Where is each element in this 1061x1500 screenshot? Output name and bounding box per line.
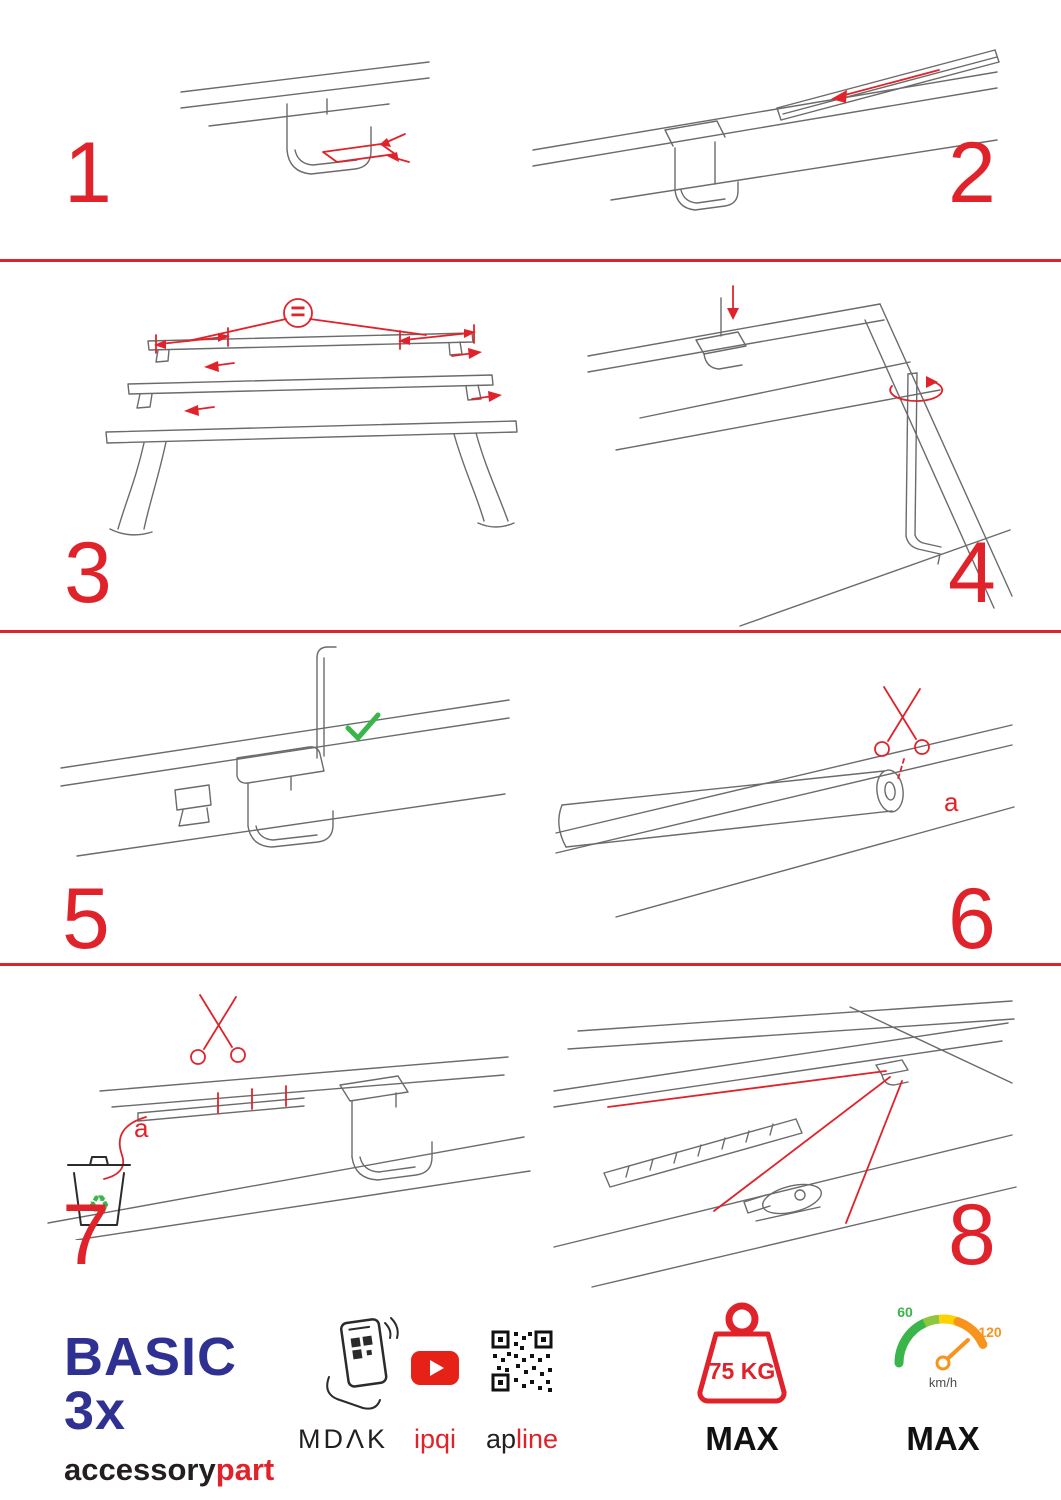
scissors-icon [190, 994, 246, 1065]
max-weight-icon: 75 KG [697, 1302, 787, 1404]
speed-unit: km/h [929, 1375, 957, 1390]
weight-max-label: MAX [705, 1420, 779, 1457]
part-a-label: a [944, 787, 959, 817]
partner-logo-mdak: MDΛK [297, 1424, 389, 1454]
pin-down-arrow [727, 285, 739, 320]
youtube-icon [411, 1351, 459, 1385]
step-8-number: 8 [948, 1187, 996, 1283]
rotate-arrow [889, 376, 944, 402]
speedometer-icon: 60 120 km/h [894, 1304, 1002, 1390]
partner-logo-apline: apline [480, 1424, 564, 1455]
slide-direction-arrow [831, 69, 940, 103]
apline-red: line [516, 1424, 559, 1454]
checkmark-icon [345, 712, 381, 741]
speed-max-label: MAX [906, 1420, 980, 1457]
step-7-number: 7 [62, 1187, 110, 1283]
weight-value: 75 KG [709, 1358, 775, 1384]
cut-marks [217, 1085, 287, 1114]
brand-name-red: part [215, 1452, 275, 1487]
step-4-number: 4 [948, 525, 996, 621]
pad-insert-highlight [322, 133, 410, 163]
cut-line [897, 758, 905, 780]
apline-black: ap [485, 1424, 516, 1454]
section-divider [0, 630, 1061, 633]
trash-icon [67, 1156, 131, 1226]
detail-callout-lines [607, 1070, 903, 1224]
qr-code-icon [489, 1328, 555, 1394]
part-a-label: a [134, 1113, 149, 1143]
step-5-number: 5 [62, 871, 110, 967]
step-2-illustration [532, 49, 1000, 211]
recycle-icon: ♻ [88, 1191, 110, 1219]
step-7-illustration: a ♻ [47, 994, 531, 1240]
brand-block: BASIC 3x accessorypart [64, 1330, 294, 1488]
step-8-illustration [553, 1000, 1017, 1288]
step-2-number: 2 [948, 125, 996, 221]
speed-tick-120: 120 [978, 1324, 1002, 1340]
step-5-illustration [60, 646, 510, 857]
step-1-illustration [180, 61, 430, 175]
discard-path [103, 1116, 147, 1180]
equal-symbol: = [290, 296, 305, 326]
product-name: BASIC 3x [64, 1327, 238, 1441]
scissors-icon [874, 686, 930, 757]
partner-logo-ipqi: ipqi [413, 1424, 457, 1454]
section-divider [0, 259, 1061, 262]
step-3-number: 3 [64, 525, 112, 621]
step-1-number: 1 [64, 125, 112, 221]
section-divider [0, 963, 1061, 966]
phone-qr-scan-icon [326, 1317, 399, 1410]
equal-spacing-dimension: = [154, 296, 502, 416]
step-4-illustration [587, 285, 1013, 627]
brand-name-black: accessory [64, 1452, 216, 1487]
speed-tick-60: 60 [897, 1304, 913, 1320]
brand-name: accessorypart [64, 1452, 294, 1488]
step-3-illustration: = [105, 296, 518, 536]
step-6-number: 6 [948, 871, 996, 967]
step-6-illustration: a [555, 686, 1015, 918]
